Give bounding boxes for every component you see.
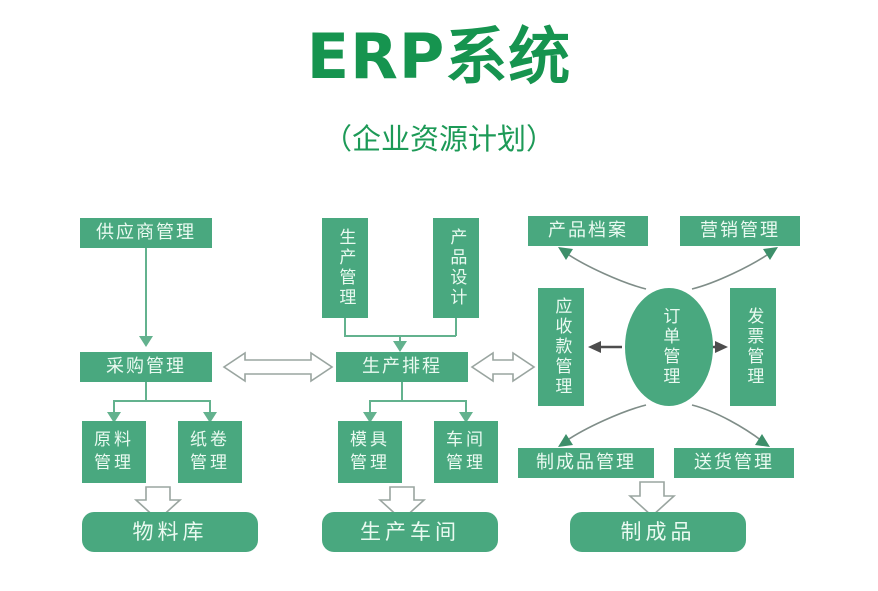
node-product-design[interactable]: 产品设计 xyxy=(433,218,479,318)
page-title: ERP系统 xyxy=(306,20,572,93)
connector-scheduling-bus xyxy=(369,400,467,402)
node-mold-management[interactable]: 模具 管理 xyxy=(338,421,402,483)
bidirectional-arrow-purchase-scheduling xyxy=(222,351,334,383)
arrowhead-purchase-to-roll xyxy=(203,412,217,423)
connector-supplier-to-purchase xyxy=(145,248,147,338)
curve-order-to-marketing xyxy=(691,247,778,290)
connector-purchase-to-roll xyxy=(209,400,211,414)
connector-bus-to-scheduling xyxy=(399,335,401,346)
connector-product-design-stem xyxy=(455,318,457,336)
connector-scheduling-stem xyxy=(401,382,403,401)
arrowhead-purchase-to-raw xyxy=(107,412,121,423)
node-receivables-management[interactable]: 应收款管理 xyxy=(538,288,584,406)
node-finished-goods[interactable]: 制成品 xyxy=(570,512,746,552)
arrowhead-bus-to-scheduling xyxy=(393,341,407,352)
node-workshop-management[interactable]: 车间 管理 xyxy=(434,421,498,483)
node-delivery-management[interactable]: 送货管理 xyxy=(674,448,794,478)
node-material-warehouse[interactable]: 物料库 xyxy=(82,512,258,552)
arrowhead-scheduling-to-mold xyxy=(363,412,377,423)
node-product-archive[interactable]: 产品档案 xyxy=(528,216,648,246)
hollow-arrow-to-finished-goods xyxy=(627,481,677,518)
node-marketing-management[interactable]: 营销管理 xyxy=(680,216,800,246)
connector-scheduling-to-workshop xyxy=(465,400,467,414)
connector-purchase-bus xyxy=(113,400,211,402)
connector-purchase-stem xyxy=(145,382,147,401)
connector-production-mgmt-stem xyxy=(344,318,346,336)
node-production-workshop[interactable]: 生产车间 xyxy=(322,512,498,552)
connector-scheduling-to-mold xyxy=(369,400,371,414)
node-purchase-management[interactable]: 采购管理 xyxy=(80,352,212,382)
node-raw-material-management[interactable]: 原料 管理 xyxy=(82,421,146,483)
node-production-management[interactable]: 生产管理 xyxy=(322,218,368,318)
curve-order-to-delivery xyxy=(691,404,770,447)
node-production-scheduling[interactable]: 生产排程 xyxy=(336,352,468,382)
node-paper-roll-management[interactable]: 纸卷 管理 xyxy=(178,421,242,483)
curve-order-to-product-archive xyxy=(558,247,647,290)
node-supplier-management[interactable]: 供应商管理 xyxy=(80,218,212,248)
arrow-order-to-receivables xyxy=(588,341,622,353)
arrowhead-supplier-to-purchase xyxy=(139,336,153,347)
node-order-management[interactable]: 订单管理 xyxy=(625,288,713,406)
curve-order-to-finished-goods-mgmt xyxy=(558,404,647,447)
page-subtitle: （企业资源计划） xyxy=(322,122,555,156)
node-finished-goods-management[interactable]: 制成品管理 xyxy=(518,448,654,478)
connector-purchase-to-raw xyxy=(113,400,115,414)
bidirectional-arrow-scheduling-receivables xyxy=(470,351,536,383)
node-invoice-management[interactable]: 发票管理 xyxy=(730,288,776,406)
arrowhead-scheduling-to-workshop xyxy=(459,412,473,423)
